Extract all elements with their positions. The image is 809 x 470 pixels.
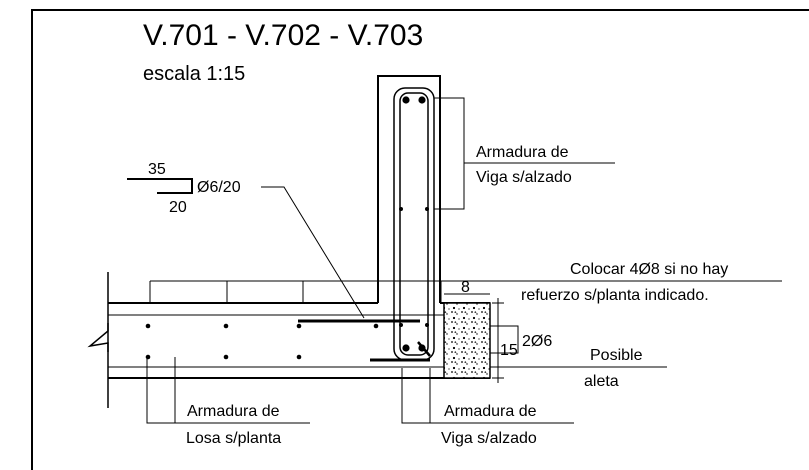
wing-label-2: aleta [584,373,619,390]
beam-lower-label-1: Armadura de [444,403,537,420]
slab-label-2: Losa s/planta [186,430,281,447]
beam-lower-callout-leader [401,368,574,424]
slab-callout-leader [146,357,310,424]
stirrup-leader [261,186,365,319]
slab-bars-dots [145,323,379,360]
stirrup-spec-label: Ø6/20 [197,179,241,196]
beam-upper-bracket [434,97,465,210]
wing-label-1: Posible [590,347,643,364]
place-note-2: refuerzo s/planta indicado. [521,287,709,304]
stirrup [393,87,435,361]
frame-border [31,9,809,470]
upstand-beam-outline [377,75,441,303]
dim-side-value: 15 [500,342,518,359]
bars-label: 2Ø6 [522,333,552,350]
beam-upper-label-2: Viga s/alzado [476,169,572,186]
slab-label-1: Armadura de [187,403,280,420]
concrete-edge-hatch [443,302,491,379]
drawing-scale: escala 1:15 [143,63,245,85]
slab-outline [87,272,490,408]
drawing-title: V.701 - V.702 - V.703 [143,19,423,52]
hook-detail [127,178,193,194]
hook-length-top: 35 [148,161,166,178]
bars-bracket [490,325,519,354]
place-note-1: Colocar 4Ø8 si no hay [570,261,728,278]
stirrup-corner-bars [399,96,429,352]
beam-upper-label-1: Armadura de [476,144,569,161]
dim-top-value: 8 [461,279,470,296]
hook-length-bottom: 20 [169,199,187,216]
beam-lower-label-2: Viga s/alzado [441,430,537,447]
